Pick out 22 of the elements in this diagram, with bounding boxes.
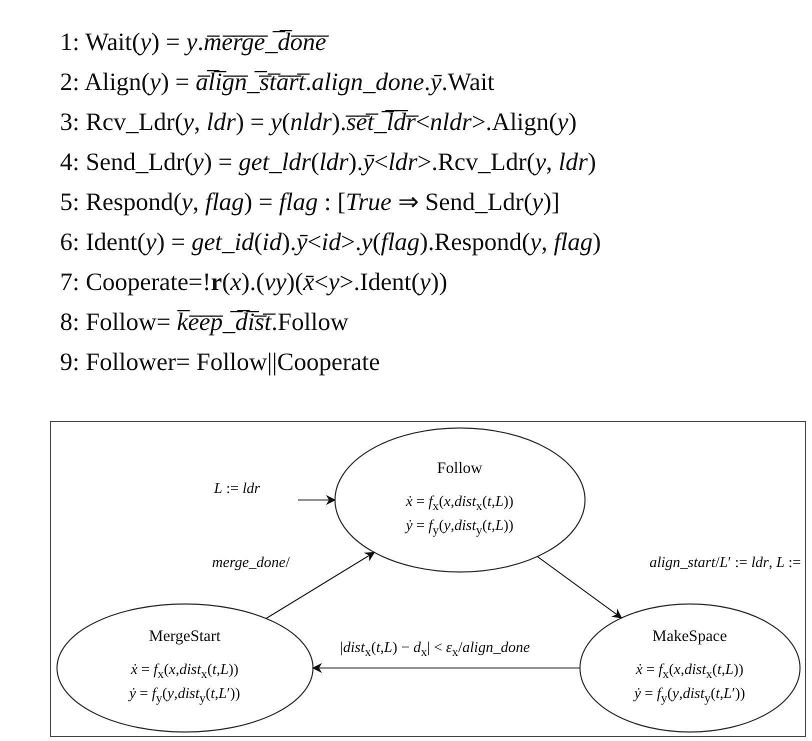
equation-line: 5: Respond(y, flag) = flag : [True ⇒ Send_Ldr(y)]	[60, 188, 560, 218]
edge-label: align_start/L′ := ldr, L :=	[647, 554, 803, 572]
edge-label: merge_done/	[210, 554, 292, 572]
state-equations: ẋ = f$_{x}$(x,dist$_{x}$(t,L)) ẏ = f$_{y}$(y,dist$_{y}$(t,L′))	[632, 660, 746, 707]
equation-line: 3: Rcv_Ldr(y, ldr) = y(nldr).s̅e̅t̅_̅l̅d̅r̅<nldr>.Align(y)	[60, 108, 577, 138]
state-name: Follow	[437, 460, 482, 478]
diagram-frame	[50, 421, 806, 737]
arrow	[537, 556, 622, 619]
state-equations: ẋ = f$_{x}$(x,dist$_{x}$(t,L)) ẏ = f$_{y}$(y,dist$_{y}$(t,L))	[404, 492, 515, 539]
equation-line: 7: Cooperate=!r(x).(νy)(x̄<y>.Ident(y))	[60, 268, 448, 298]
equation-line: 1: Wait(y) = y.m̅e̅r̅g̅e̅_̅d̅o̅n̅e̅	[60, 28, 326, 58]
arrow	[266, 552, 376, 619]
equation-line: 4: Send_Ldr(y) = get_ldr(ldr).ȳ<ldr>.Rcv_Ldr(y, ldr)	[60, 148, 596, 178]
equation-line: 6: Ident(y) = get_id(id).ȳ<id>.y(flag).Respond(y, flag)	[60, 228, 601, 258]
equation-line: 9: Follower= Follow||Cooperate	[60, 348, 380, 378]
arrow	[312, 663, 580, 673]
state-name: MakeSpace	[652, 628, 727, 646]
state-name: MergeStart	[148, 628, 221, 646]
state-equations: ẋ = f$_{x}$(x,dist$_{x}$(t,L)) ẏ = f$_{y}$(y,dist$_{y}$(t,L′))	[127, 660, 242, 707]
equation-line: 8: Follow= k̅e̅e̅p̅_̅d̅i̅s̅t̅.Follow	[60, 308, 348, 338]
arrow	[298, 495, 336, 505]
equation-line: 2: Align(y) = a̅l̅i̅g̅n̅_̅s̅t̅a̅r̅t̅.align_done.ȳ.Wait	[60, 68, 494, 98]
